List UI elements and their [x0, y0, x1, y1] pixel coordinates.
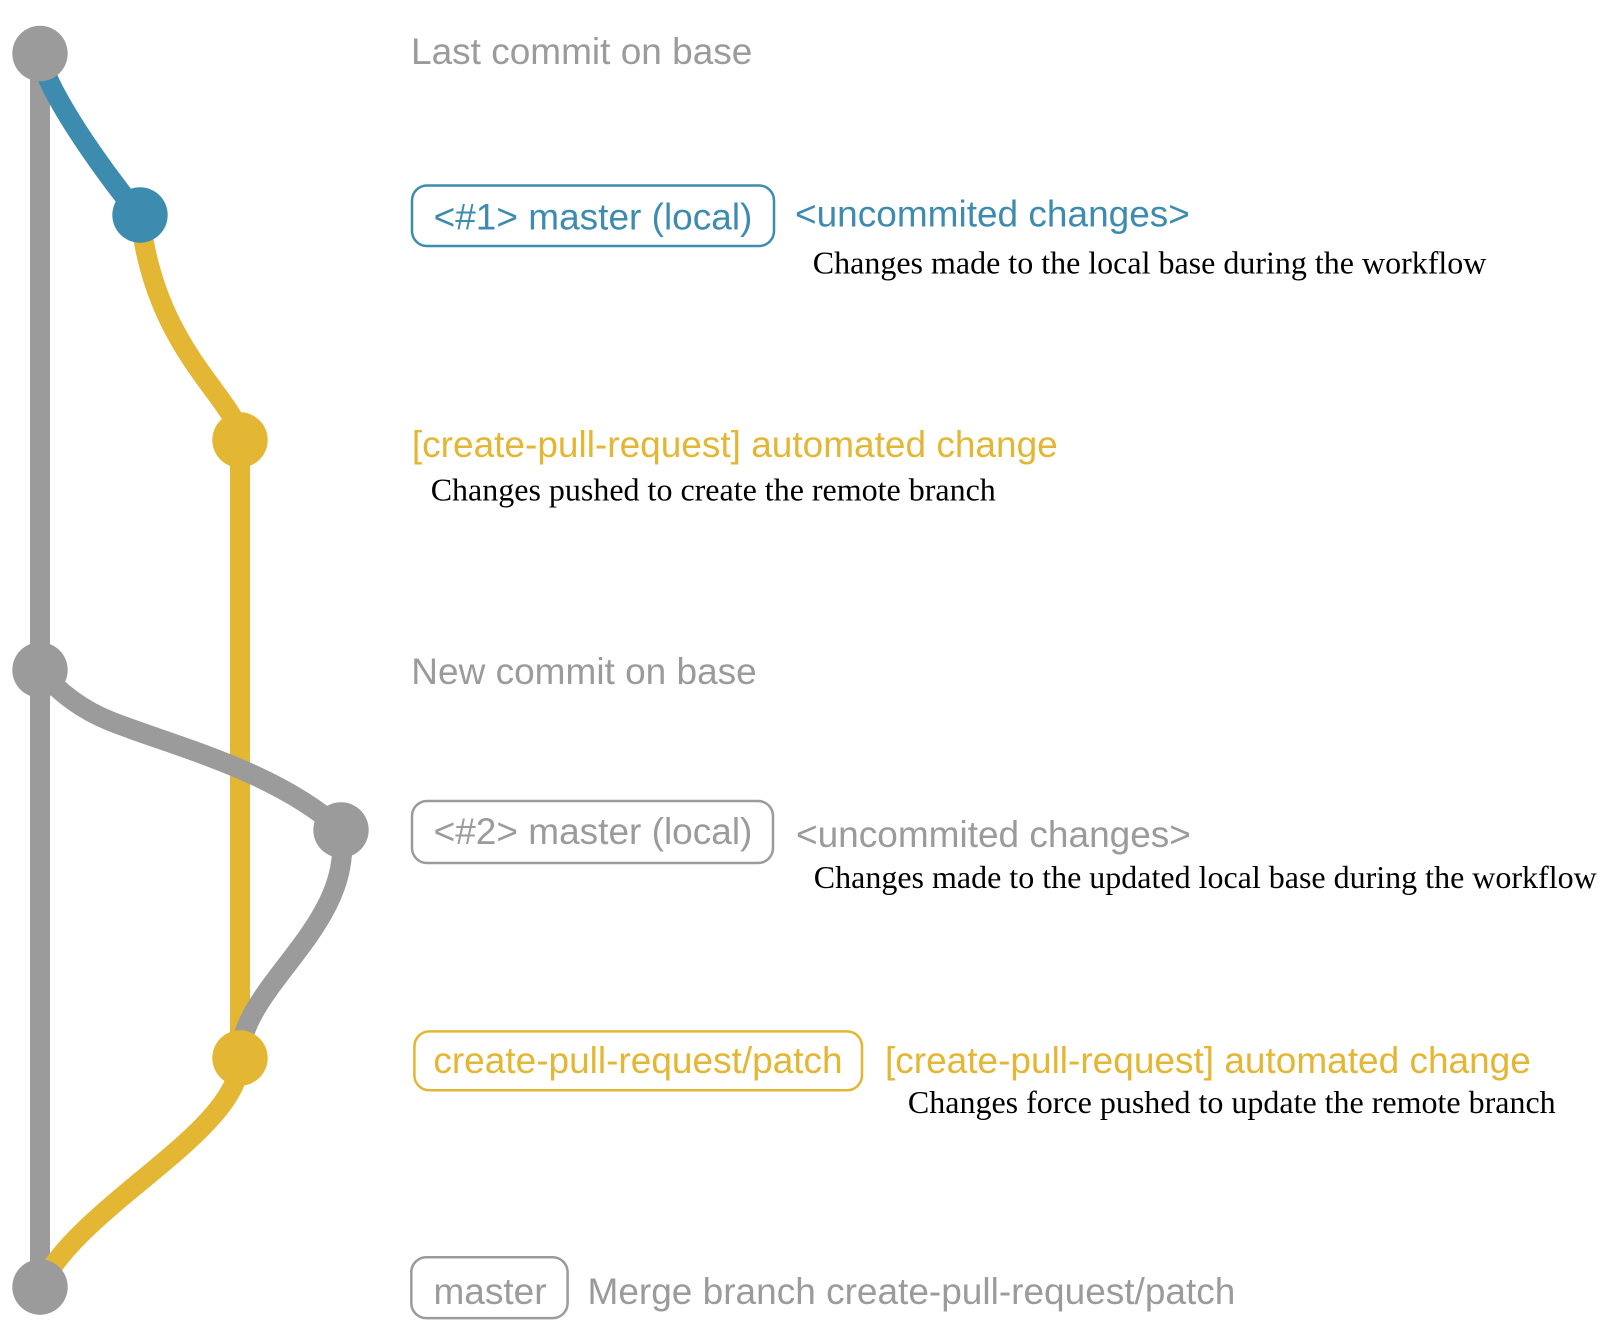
commit-c3-message: [create-pull-request] automated change: [412, 424, 1058, 465]
local-branch-2-merge-line: [230, 828, 353, 1059]
commit-c4-message: New commit on base: [411, 651, 756, 692]
commit-c7-badge-label: master: [433, 1271, 546, 1312]
commit-c2-badge-label: <#1> master (local): [434, 197, 753, 238]
commit-c6-badge-box: [413, 1030, 864, 1092]
commit-c7-badge-box: [410, 1256, 569, 1320]
commit-dot-c6: [212, 1030, 268, 1086]
commit-dot-c1: [12, 25, 68, 82]
commit-dots: [12, 25, 369, 1315]
commit-c2-label-group: <#1> master (local) <uncommited changes>…: [410, 184, 1487, 281]
commit-dot-c3: [212, 412, 268, 468]
commit-dot-c4: [12, 642, 68, 698]
commit-c3-description: Changes pushed to create the remote bran…: [431, 472, 996, 508]
branch-lines: [30, 51, 353, 1292]
commit-dot-c5: [313, 802, 369, 858]
commit-c2-note: <uncommited changes>: [795, 194, 1190, 235]
commit-c5-description: Changes made to the updated local base d…: [814, 859, 1597, 895]
commit-c6-message: [create-pull-request] automated change: [885, 1040, 1531, 1081]
commit-dot-c7: [12, 1259, 68, 1315]
commit-c7-label-group: master Merge branch create-pull-request/…: [410, 1256, 1236, 1320]
commit-c5-badge-label: <#2> master (local): [434, 811, 753, 852]
commit-c5-note: <uncommited changes>: [796, 814, 1191, 855]
commit-c6-badge-label: create-pull-request/patch: [433, 1040, 842, 1081]
commit-c6-description: Changes force pushed to update the remot…: [908, 1084, 1556, 1120]
local-branch-1-line: [30, 51, 150, 226]
commit-c2-badge-box: [410, 184, 776, 248]
local-branch-2-out-line: [32, 663, 348, 838]
commit-c5-label-group: <#2> master (local) <uncommited changes>…: [410, 799, 1597, 895]
commit-c2-description: Changes made to the local base during th…: [813, 245, 1487, 281]
commit-c5-badge-box: [410, 799, 775, 865]
commit-c3-label-group: [create-pull-request] automated change C…: [412, 424, 1058, 508]
commit-c7-message: Merge branch create-pull-request/patch: [588, 1271, 1236, 1312]
commit-c1-message: Last commit on base: [411, 31, 752, 72]
commit-c6-label-group: create-pull-request/patch [create-pull-r…: [413, 1030, 1556, 1120]
commit-dot-c2: [112, 187, 168, 243]
